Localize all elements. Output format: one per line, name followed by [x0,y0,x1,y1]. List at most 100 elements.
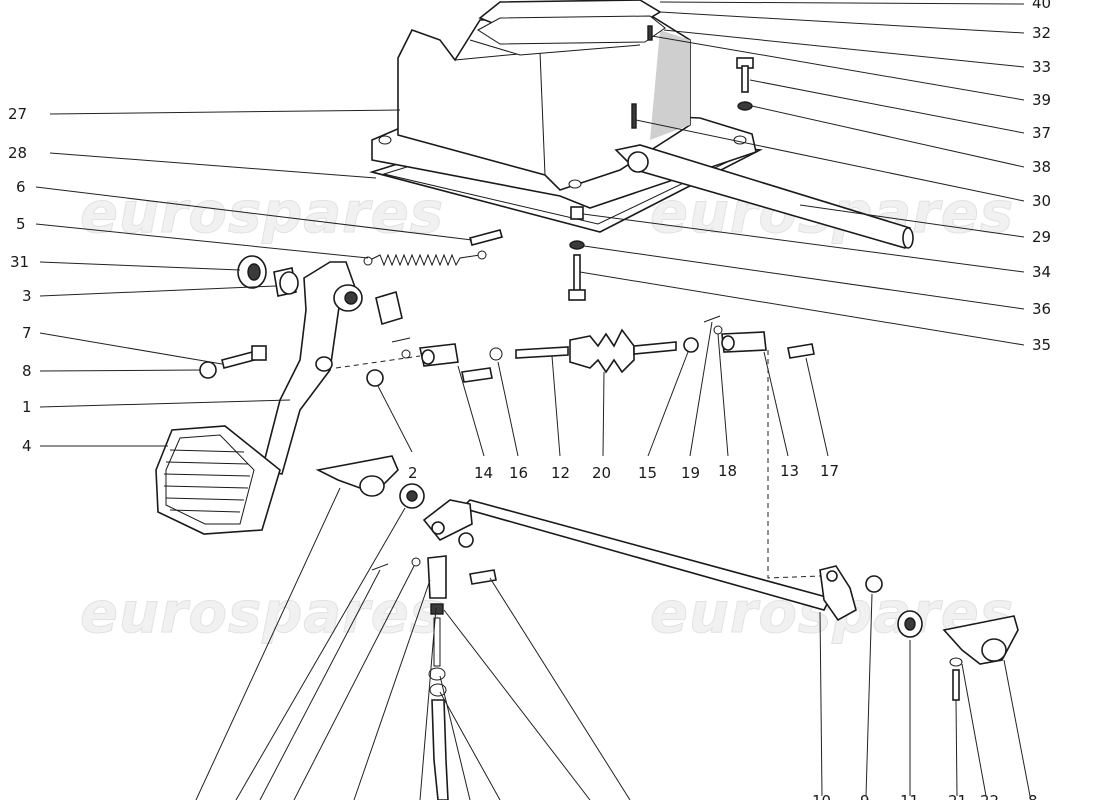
leader-12 [551,355,561,457]
clevis-pin-14 [461,367,493,383]
leader-5 [35,223,369,259]
shaft-bush-left-hole [406,490,418,502]
leader-36 [583,245,1025,310]
callout-37: 37 [1032,124,1051,142]
leader-20 [602,371,605,457]
bolt-35 [573,254,581,296]
leader-bottom-e [353,579,431,800]
pin-17 [787,343,815,359]
assembly-line-a [335,355,421,369]
callout-19: 19 [681,464,700,482]
washer-16 [489,347,503,361]
leader-34 [582,213,1025,273]
callout-22: 22 [980,792,999,800]
leader-28 [49,152,377,179]
assembly-line-b [767,350,821,579]
shaft-lever-right-eye [826,570,838,582]
spring-5 [369,253,481,267]
leader-bottom-f [419,607,437,800]
leader-18 [717,333,729,457]
leader-bottom-a [195,487,341,800]
callout-14: 14 [474,464,493,482]
leader-40 [659,1,1025,5]
rod-washer-c [428,667,446,681]
callout-31: 31 [10,253,29,271]
bolt-21 [952,669,960,701]
bracket-right-hole [981,638,1007,662]
callout-5: 5 [16,215,26,233]
rod-12-threaded [633,341,677,355]
leader-22 [961,663,987,797]
leader-16 [497,361,519,457]
clevis-13-eye [721,335,735,351]
watermark-text-1: eurospares [80,181,444,246]
leader-bottom-j [489,577,631,800]
callout-4: 4 [22,437,32,455]
shaft-lever-eye [431,521,445,535]
leader-bottom-g [439,675,471,800]
bolt-7-head [251,345,267,361]
nut-34 [570,206,584,220]
shaft-29-end [902,227,914,249]
pedal-arm-1 [261,261,357,475]
shaft-lever-nut [458,532,474,548]
callout-40: 40 [1032,0,1051,12]
callout-18: 18 [718,462,737,480]
nut-8 [199,361,217,379]
leader-31 [39,261,241,271]
callout-12: 12 [551,464,570,482]
callout-1: 1 [22,398,32,416]
leader-bottom-i [443,609,591,800]
leader-14 [457,365,485,457]
pedal-assembly [155,229,503,535]
watermark-text-3: eurospares [80,581,444,646]
callout-7: 7 [22,324,32,342]
split-pin-b [371,563,389,571]
spring-hook-left [363,256,373,266]
bushing-3-face [279,271,299,295]
leader-21 [955,699,958,797]
bush-11-hole [904,617,916,631]
bush-9 [865,575,883,593]
boot-20 [569,328,635,374]
leader-38 [751,105,1025,168]
pedal-box-housing [369,0,914,301]
leader-13 [763,351,789,457]
leader-8b [1003,659,1031,797]
callout-15: 15 [638,464,657,482]
bracket-left [315,455,399,489]
pedal-pad-rubber [165,434,255,525]
flange-hole-2 [568,179,582,189]
leader-27 [49,109,401,115]
callout-29: 29 [1032,228,1051,246]
callout-34: 34 [1032,263,1051,281]
pin-6 [469,229,503,246]
callout-21: 21 [948,792,967,800]
callout-16: 16 [509,464,528,482]
leader-2 [377,385,413,453]
stud-30 [631,103,637,129]
pedal-pivot-hole [344,291,358,305]
pedal-pad-ribs [163,449,251,513]
callout-labels: 40 32 33 39 37 38 30 29 34 36 35 27 28 6… [8,0,1051,800]
leader-15 [647,351,689,457]
cable-rod [431,699,449,800]
rod-clevis [427,555,447,599]
housing-shade [650,30,690,140]
linkage-assembly [335,315,821,579]
callout-13: 13 [780,462,799,480]
bracket-left-hole [359,475,385,497]
leader-8 [39,369,201,372]
callout-27: 27 [8,105,27,123]
leader-37 [749,79,1025,134]
leader-6 [35,186,473,241]
callout-33: 33 [1032,58,1051,76]
rod-nut [430,603,444,615]
leader-39 [651,35,1025,101]
stud-39 [647,25,653,41]
bolt-35-head [568,289,586,301]
cross-shaft-assembly [315,455,1019,800]
leader-9 [865,593,873,797]
split-pin-19 [703,315,721,323]
leader-32 [659,11,1025,34]
